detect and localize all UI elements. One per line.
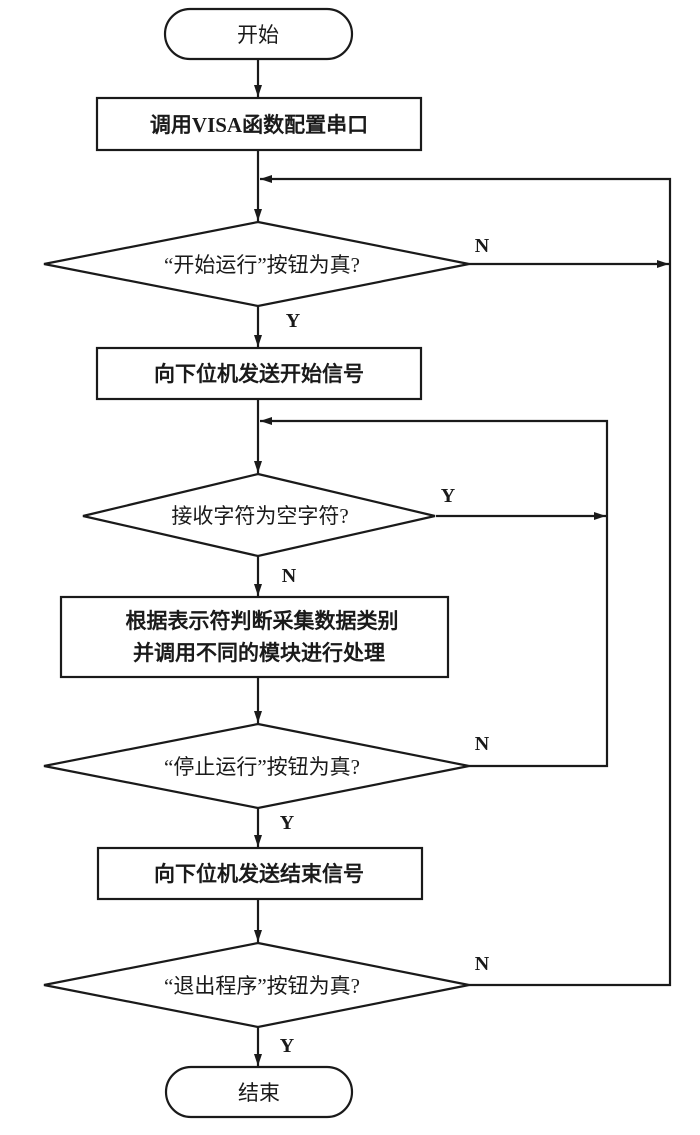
edge-label-decision3-yes: Y (280, 812, 295, 834)
edge-decision3-no-loop (260, 417, 609, 768)
node-label: 开始 (237, 23, 279, 47)
node-empty-char-decision: 接收字符为空字符? (82, 472, 436, 558)
edge-label-decision4-no: N (475, 953, 490, 975)
process-shape (95, 96, 423, 152)
node-send-end: 向下位机发送结束信号 (96, 846, 424, 901)
node-label: 向下位机发送开始信号 (154, 362, 364, 386)
node-label: 调用VISA函数配置串口 (150, 113, 368, 137)
edge-label-decision1-yes: Y (286, 310, 301, 332)
node-config-serial: 调用VISA函数配置串口 (95, 96, 423, 152)
node-label-line1: 根据表示符判断采集数据类别 (126, 609, 399, 633)
edge-decision4-no-loop (260, 175, 672, 987)
edge-labels: N Y Y N N Y N Y (280, 235, 490, 1057)
terminator-shape (163, 7, 354, 61)
node-label: “开始运行”按钮为真? (164, 253, 360, 277)
node-send-start: 向下位机发送开始信号 (95, 346, 423, 401)
terminator-shape (164, 1065, 354, 1119)
node-stop-button-decision: “停止运行”按钮为真? (43, 722, 470, 810)
node-start-button-decision: “开始运行”按钮为真? (43, 220, 470, 308)
node-end: 结束 (164, 1065, 354, 1119)
node-label-line2: 并调用不同的模块进行处理 (133, 641, 385, 665)
decision-shape (82, 472, 436, 558)
node-label: 结束 (238, 1081, 280, 1105)
edge-label-decision3-no: N (475, 733, 490, 755)
process-shape (95, 346, 423, 401)
edge-label-decision2-no: N (282, 565, 297, 587)
edge-label-decision2-yes: Y (441, 485, 456, 507)
node-label: “退出程序”按钮为真? (164, 974, 360, 998)
edge-label-decision4-yes: Y (280, 1035, 295, 1057)
node-label: “停止运行”按钮为真? (164, 755, 360, 779)
node-label: 向下位机发送结束信号 (154, 862, 364, 886)
decision-shape (43, 220, 470, 308)
connectors (254, 59, 672, 1066)
node-start: 开始 (163, 7, 354, 61)
process-shape (59, 595, 450, 679)
node-process-data: 根据表示符判断采集数据类别 并调用不同的模块进行处理 (59, 595, 450, 679)
decision-shape (43, 941, 470, 1029)
edge-label-decision1-no: N (475, 235, 490, 257)
node-exit-button-decision: “退出程序”按钮为真? (43, 941, 470, 1029)
decision-shape (43, 722, 470, 810)
node-label: 接收字符为空字符? (171, 504, 348, 528)
process-shape (96, 846, 424, 901)
